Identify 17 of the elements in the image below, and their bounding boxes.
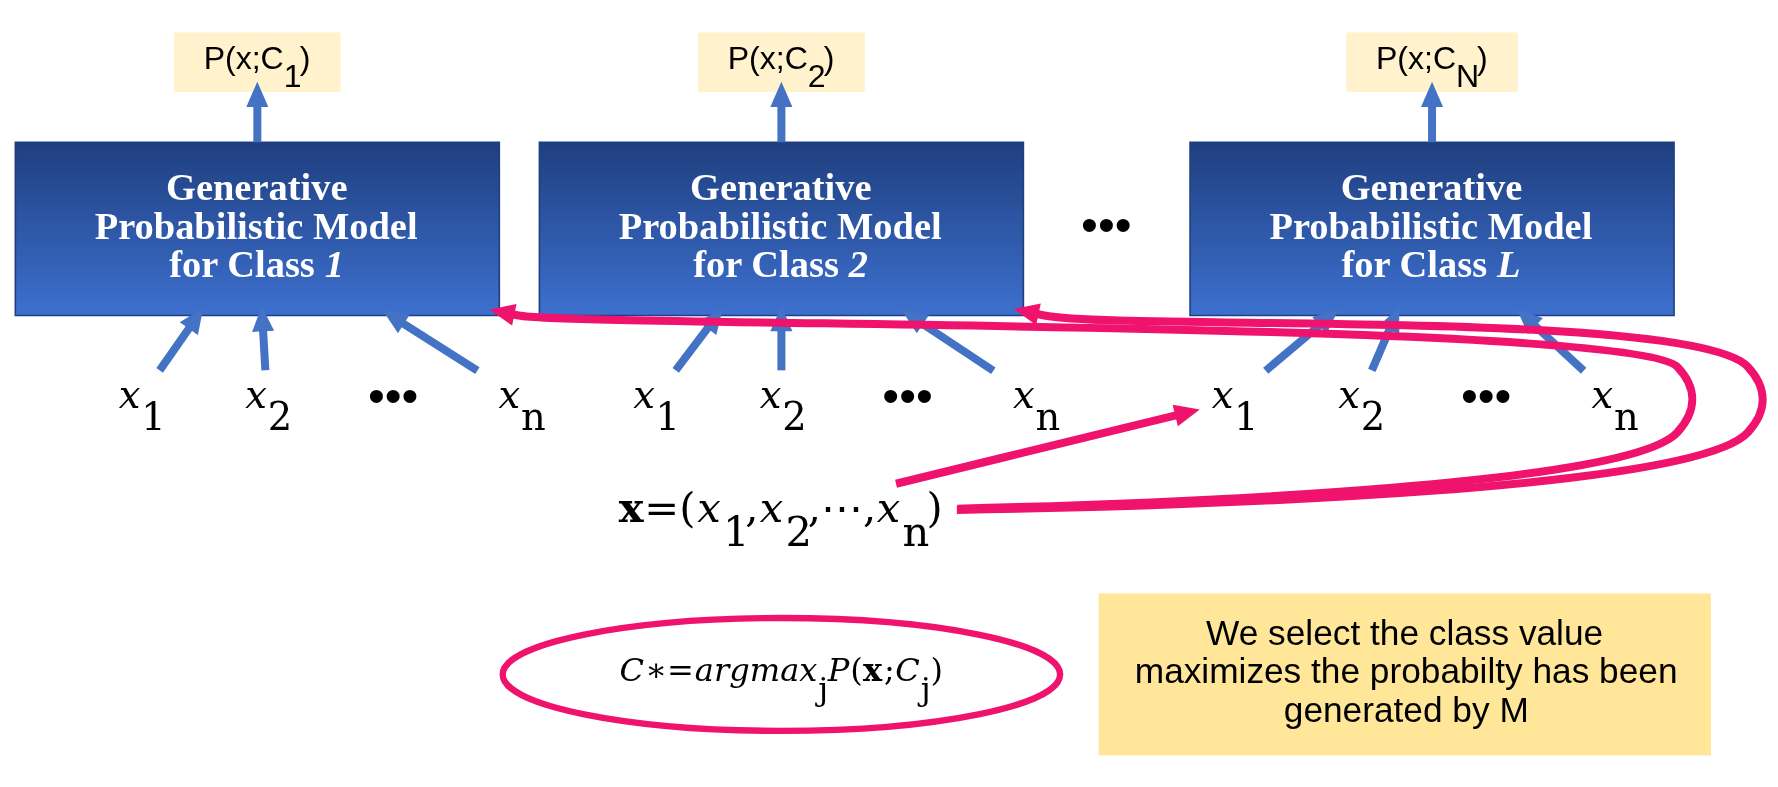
arrow [252, 305, 275, 371]
label: ••• [882, 367, 933, 422]
label: ••• [1460, 367, 1512, 422]
arrow [770, 81, 793, 142]
arrow [382, 309, 480, 374]
node-box: Generative Probabilistic Model for Class 2 [538, 141, 1025, 316]
arrow [1421, 81, 1444, 142]
node-box: Generative Probabilistic Model for Class L [1189, 141, 1675, 316]
arrow [895, 404, 1200, 488]
label: ••• [1081, 196, 1132, 251]
arrow [246, 81, 269, 142]
label: ••• [367, 367, 419, 422]
node-box: Generative Probabilistic Model for Class 1 [14, 141, 501, 316]
node-box: We select the class value maximizes the probabilty has been generated by M [1098, 593, 1711, 755]
arrow [1516, 308, 1587, 374]
arrow [901, 309, 996, 374]
arrow [156, 307, 204, 373]
